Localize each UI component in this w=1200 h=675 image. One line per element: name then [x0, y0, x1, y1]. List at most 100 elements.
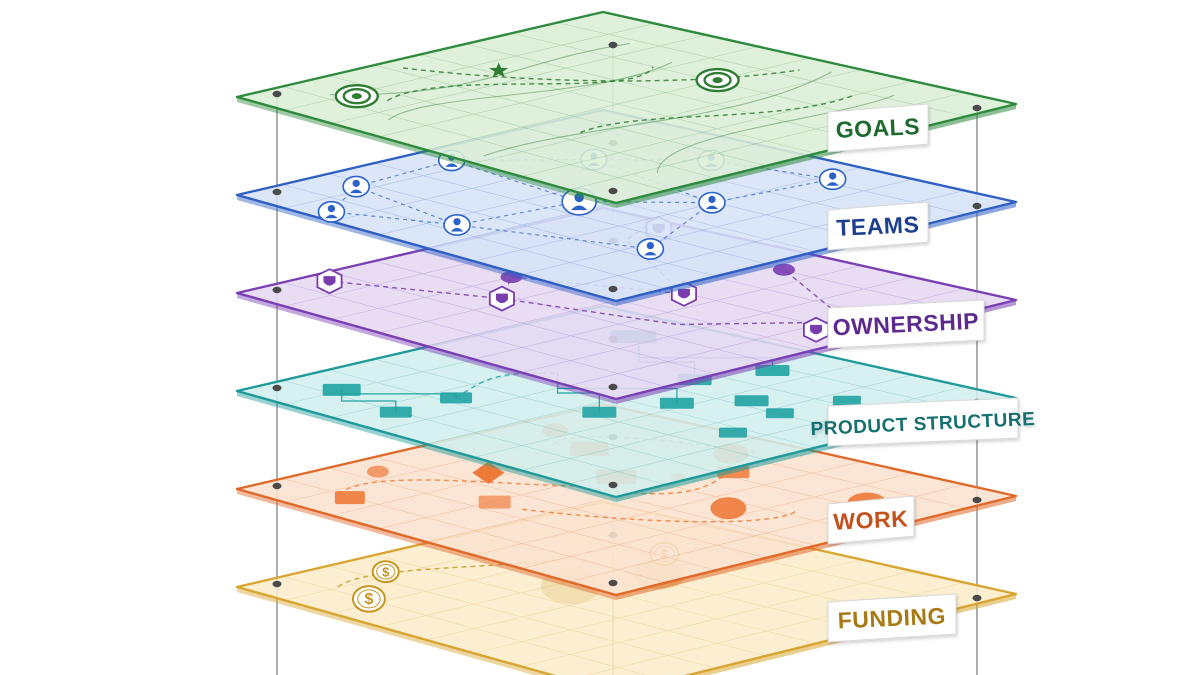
grid-line — [473, 265, 862, 360]
grid-line — [473, 167, 862, 262]
layer-label-work: WORK — [827, 495, 915, 545]
team-link — [356, 159, 452, 188]
grid-line — [521, 472, 913, 569]
task-box — [334, 491, 365, 505]
product-box — [322, 383, 361, 396]
target-icon — [695, 67, 740, 93]
team-link — [331, 186, 357, 213]
goal-route — [387, 66, 654, 102]
layer-edge — [237, 293, 616, 404]
team-link — [456, 224, 651, 250]
shield-icon — [316, 268, 343, 295]
grid-line — [374, 358, 767, 461]
corner-bolt — [972, 594, 982, 602]
corner-bolt — [608, 285, 618, 293]
grid-line — [374, 260, 767, 363]
corner-bolt — [272, 188, 282, 196]
grid-line — [328, 467, 717, 571]
grid-line — [331, 34, 707, 124]
corner-bolt — [272, 482, 282, 490]
layer-goals: GOALS — [235, 10, 1018, 208]
target-icon — [334, 83, 379, 109]
svg-text:$: $ — [364, 591, 373, 608]
corner-bolt — [608, 383, 618, 391]
grid-line — [419, 54, 817, 154]
grid-line — [282, 576, 647, 675]
decision-node — [472, 461, 505, 484]
layer-label-ownership: OWNERSHIP — [827, 299, 985, 349]
person-icon — [636, 237, 665, 260]
person-icon — [443, 214, 471, 236]
corner-bolt — [272, 90, 282, 98]
goal-route — [580, 94, 855, 134]
label-card — [827, 103, 929, 153]
layer-label-teams: TEAMS — [827, 201, 929, 251]
grid-line — [521, 374, 913, 471]
shield-icon — [488, 285, 515, 312]
layer-label-product: PRODUCT STRUCTURE — [810, 397, 1036, 447]
layer-edge — [237, 391, 616, 502]
grid-line — [521, 178, 913, 275]
work-node — [710, 497, 747, 520]
grid-line — [473, 69, 862, 164]
layer-label-text: TEAMS — [836, 211, 920, 241]
layer-edge — [237, 195, 616, 306]
grid-line — [282, 380, 667, 485]
corner-bolt — [272, 286, 282, 294]
grid-line — [282, 184, 667, 289]
team-link — [451, 159, 580, 203]
product-box — [734, 395, 769, 407]
grid-line — [465, 43, 867, 142]
layer-label-funding: FUNDING — [827, 593, 957, 643]
grid-line — [328, 75, 717, 179]
layer-edge — [237, 489, 616, 600]
grid-line — [374, 64, 767, 167]
product-box — [379, 406, 412, 418]
label-card — [827, 201, 929, 251]
label-card — [827, 593, 957, 643]
grid-line — [521, 276, 913, 373]
layer-label-goals: GOALS — [827, 103, 929, 153]
product-box — [832, 395, 861, 406]
work-path — [521, 508, 797, 523]
product-box — [718, 427, 747, 438]
label-card — [827, 299, 985, 349]
svg-text:$: $ — [382, 565, 390, 580]
team-link — [650, 202, 713, 250]
layer-edge — [616, 496, 1016, 600]
product-box — [755, 365, 790, 377]
grid-line — [473, 559, 862, 654]
grid-line — [328, 565, 717, 669]
team-link — [355, 186, 458, 226]
person-icon — [818, 168, 847, 191]
contour-line — [387, 61, 673, 121]
corner-bolt — [608, 187, 618, 195]
person-icon — [317, 200, 346, 223]
person-icon — [342, 175, 370, 198]
layer-label-text: WORK — [833, 505, 909, 534]
dollar-coin-icon: $ — [371, 560, 400, 584]
ownership-node — [772, 263, 795, 276]
corner-bolt — [272, 580, 282, 588]
work-node — [366, 465, 389, 478]
corner-bolt — [608, 481, 618, 489]
layer-plate — [235, 10, 1018, 205]
grid-line — [374, 456, 767, 559]
grid-line — [328, 369, 717, 473]
layer-content — [330, 43, 895, 173]
contour-line — [656, 94, 895, 173]
grid-line — [374, 554, 767, 657]
product-box — [659, 397, 694, 409]
grid-line — [328, 271, 717, 375]
layer-label-text: GOALS — [835, 113, 920, 143]
shield-icon — [803, 316, 830, 343]
dollar-coin-icon: $ — [351, 585, 386, 613]
corner-bolt — [608, 579, 618, 587]
corner-bolt — [608, 41, 618, 49]
label-card — [827, 397, 1019, 447]
product-box — [582, 406, 617, 418]
goal-route — [402, 67, 800, 82]
product-box — [765, 408, 794, 419]
team-link — [331, 211, 458, 226]
